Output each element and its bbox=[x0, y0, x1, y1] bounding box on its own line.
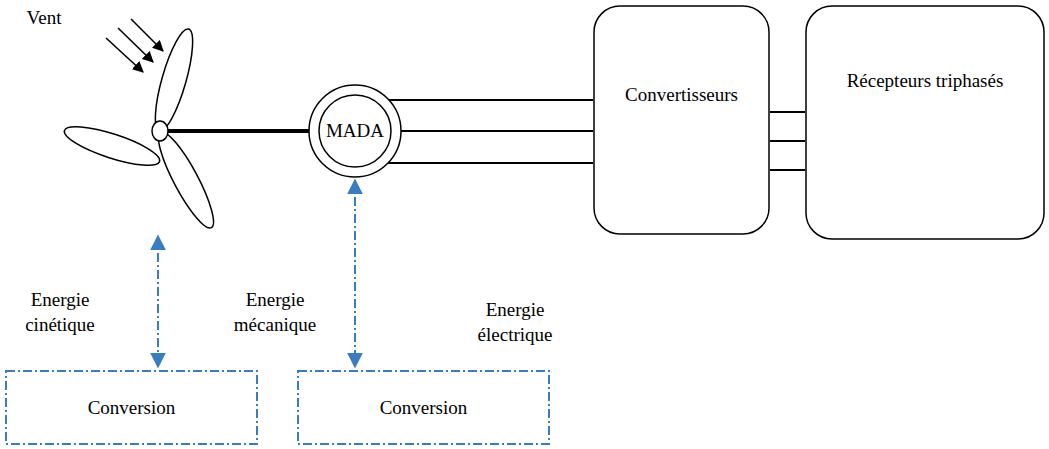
shaft bbox=[166, 129, 311, 133]
converter-box: Convertisseurs bbox=[593, 5, 770, 235]
node-label: Conversion bbox=[88, 396, 176, 420]
conversion-box: Conversion bbox=[5, 370, 258, 445]
connector bbox=[770, 112, 805, 170]
energy-label: Energie électrique bbox=[455, 298, 575, 347]
conversion-arrow bbox=[157, 236, 159, 367]
wind-arrows bbox=[106, 19, 163, 72]
connector bbox=[355, 180, 356, 367]
node-label: Conversion bbox=[380, 396, 468, 420]
generator-circle: MADA bbox=[308, 84, 402, 178]
energy-label: Energie mécanique bbox=[215, 288, 335, 337]
node-outline bbox=[593, 5, 770, 235]
node-label: MADA bbox=[326, 119, 384, 143]
wind-label: Vent bbox=[14, 6, 74, 31]
node-label: Récepteurs triphasés bbox=[847, 69, 1004, 93]
node-outline bbox=[805, 5, 1045, 240]
load-box: Récepteurs triphasés bbox=[805, 5, 1045, 240]
conversion-box: Conversion bbox=[297, 370, 550, 445]
rotor-blades bbox=[61, 26, 222, 234]
connector bbox=[388, 100, 593, 163]
energy-label: Energie cinétique bbox=[10, 288, 110, 337]
node-label: Convertisseurs bbox=[625, 83, 738, 107]
